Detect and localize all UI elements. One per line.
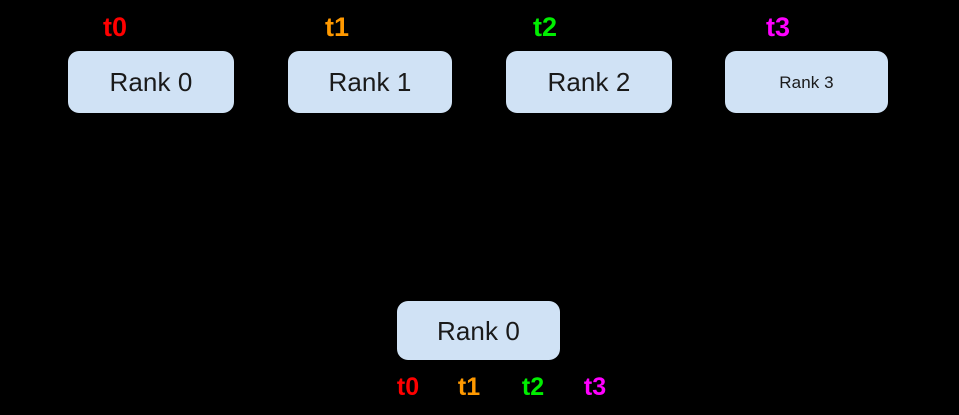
rank-box-0-bottom-label: Rank 0 [437,315,520,346]
thread-tag-t3-top: t3 [765,12,791,42]
rank-box-3-top-label: Rank 3 [779,72,834,92]
thread-tag-t2-top: t2 [532,12,558,42]
rank-box-3-top: Rank 3 [725,51,888,113]
rank-box-0-bottom: Rank 0 [397,301,560,360]
thread-tag-t0-bottom: t0 [396,373,420,401]
thread-tag-t1-top: t1 [324,12,350,42]
thread-tag-t3-bottom: t3 [583,373,607,401]
rank-box-0-top: Rank 0 [68,51,234,113]
rank-box-2-top-label: Rank 2 [547,67,631,97]
rank-box-1-top-label: Rank 1 [328,67,412,97]
rank-box-2-top: Rank 2 [506,51,672,113]
thread-tag-t0-top: t0 [102,12,128,42]
thread-tag-t1-bottom: t1 [457,373,481,401]
rank-box-1-top: Rank 1 [288,51,452,113]
thread-tag-t2-bottom: t2 [521,373,545,401]
rank-box-0-top-label: Rank 0 [109,67,193,97]
